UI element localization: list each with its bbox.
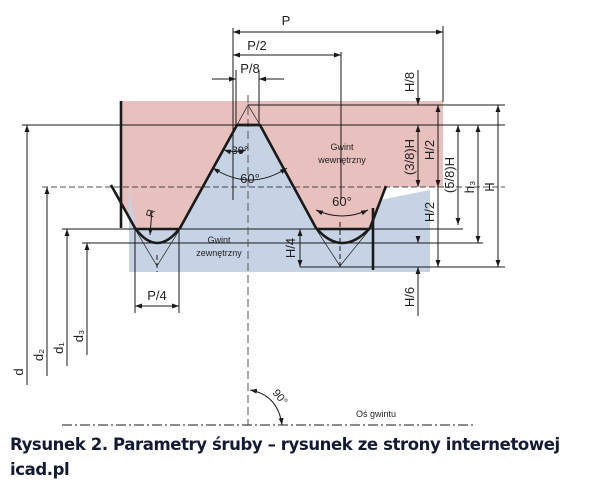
label-angle30: 30° — [232, 145, 249, 157]
label-R: R — [144, 208, 158, 219]
label-H38: (3/8)H — [402, 139, 417, 175]
label-d3: d₃ — [71, 330, 86, 343]
label-d1: d₁ — [51, 342, 66, 354]
label-h3: h₃ — [462, 181, 477, 194]
label-P4: P/4 — [147, 288, 167, 303]
label-P: P — [282, 13, 291, 28]
label-d: d — [11, 368, 26, 375]
label-H: H — [482, 182, 497, 191]
label-P2: P/2 — [247, 38, 267, 53]
label-internal-1: Gwint — [330, 142, 354, 152]
label-internal-2: wewnętrzny — [317, 155, 366, 165]
label-H58: (5/8)H — [442, 157, 457, 193]
label-P8: P/8 — [240, 61, 260, 76]
label-H2-upper: H/2 — [422, 140, 437, 160]
label-H8: H/8 — [402, 72, 417, 92]
label-H4: H/4 — [283, 238, 298, 258]
label-angle60-center: 60° — [240, 171, 260, 186]
thread-diagram: P P/2 P/8 P/4 60° 60° 30° R 90° Oś gwint… — [11, 13, 505, 426]
label-angle60-right: 60° — [332, 194, 352, 209]
label-H6: H/6 — [402, 287, 417, 307]
label-external-1: Gwint — [207, 235, 231, 245]
external-thread-area — [129, 125, 430, 272]
figure-caption: Rysunek 2. Parametry śruby – rysunek ze … — [10, 435, 560, 479]
label-external-2: zewnętrzny — [196, 248, 242, 258]
label-d2: d₂ — [31, 349, 46, 361]
label-angle90: 90° — [270, 387, 290, 407]
label-H2-lower: H/2 — [422, 202, 437, 222]
label-axis: Oś gwintu — [356, 409, 396, 419]
